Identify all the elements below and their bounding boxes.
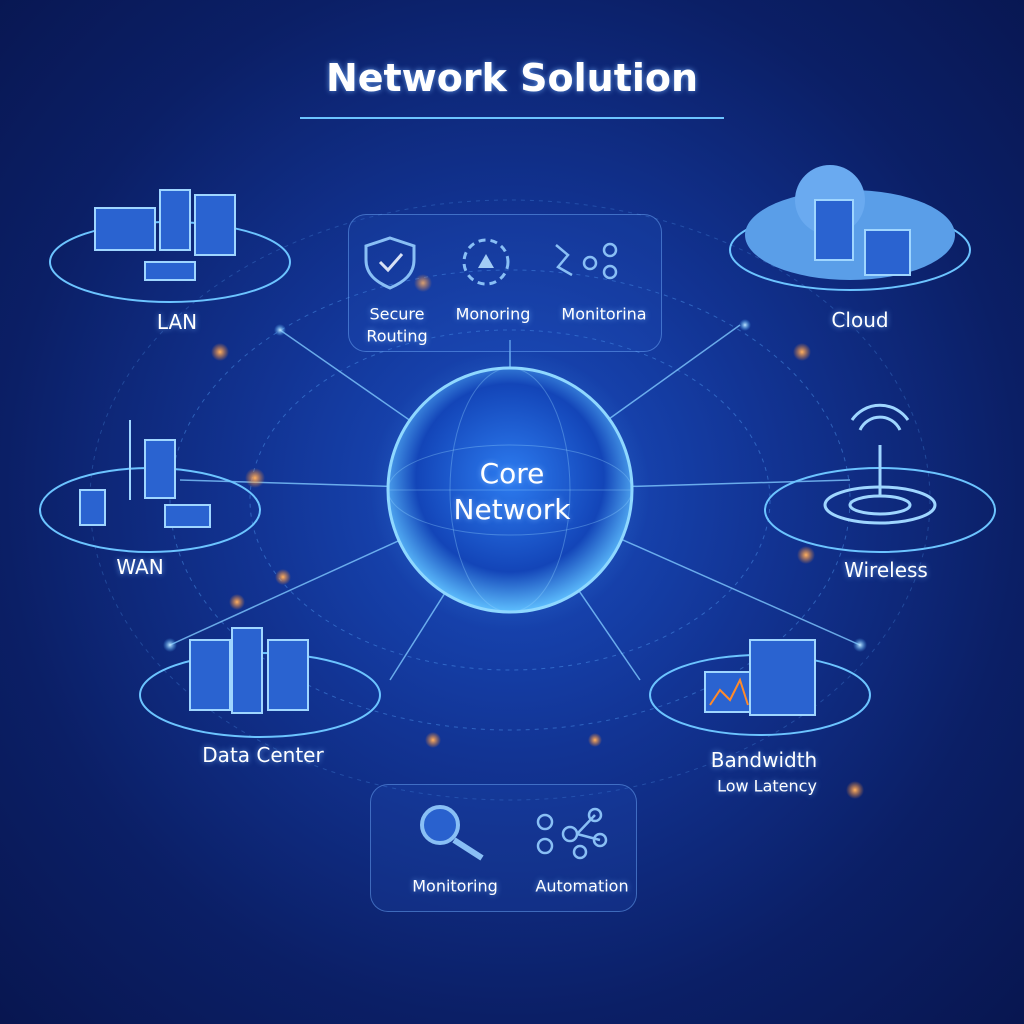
automation-nodes-icon (536, 807, 608, 860)
top-features-panel (348, 214, 662, 352)
core-label-line1: Core (479, 457, 545, 490)
monitoring-label: Monitoring (412, 876, 498, 896)
secure-routing-label-line1: Secure (369, 304, 425, 324)
node-wan-label: WAN (116, 555, 164, 579)
automation-label: Automation (535, 876, 629, 896)
globe-grid (387, 367, 633, 613)
node-low-latency-label: Low Latency (717, 776, 817, 796)
dashed-circle-triangle-icon (462, 238, 510, 286)
glow-dots (163, 274, 867, 799)
wan-tower-icon (79, 420, 211, 528)
magnifier-icon (420, 805, 484, 861)
node-bandwidth-label: Bandwidth (710, 748, 818, 772)
core-network-label: Core Network (454, 456, 571, 528)
core-label-line2: Network (453, 493, 571, 526)
node-data-center-label: Data Center (202, 743, 324, 767)
wireless-antenna-icon (823, 403, 937, 525)
lan-devices-icon (94, 189, 236, 281)
data-center-servers-icon (189, 627, 309, 714)
node-lan-label: LAN (156, 310, 198, 334)
bottom-features-panel (370, 784, 637, 912)
core-globe (386, 366, 634, 614)
monoring-label: Monoring (455, 304, 531, 324)
network-nodes-icon (555, 242, 618, 280)
page-title: Network Solution (325, 56, 699, 100)
node-wireless-label: Wireless (844, 558, 928, 582)
orbit-rings (89, 199, 931, 801)
secure-routing-label-line2: Routing (366, 326, 428, 346)
monitorina-label: Monitorina (561, 304, 647, 324)
bandwidth-server-icon (704, 639, 816, 716)
shield-check-icon (364, 236, 416, 290)
cloud-servers-icon (745, 165, 955, 280)
node-cloud-label: Cloud (831, 308, 889, 332)
